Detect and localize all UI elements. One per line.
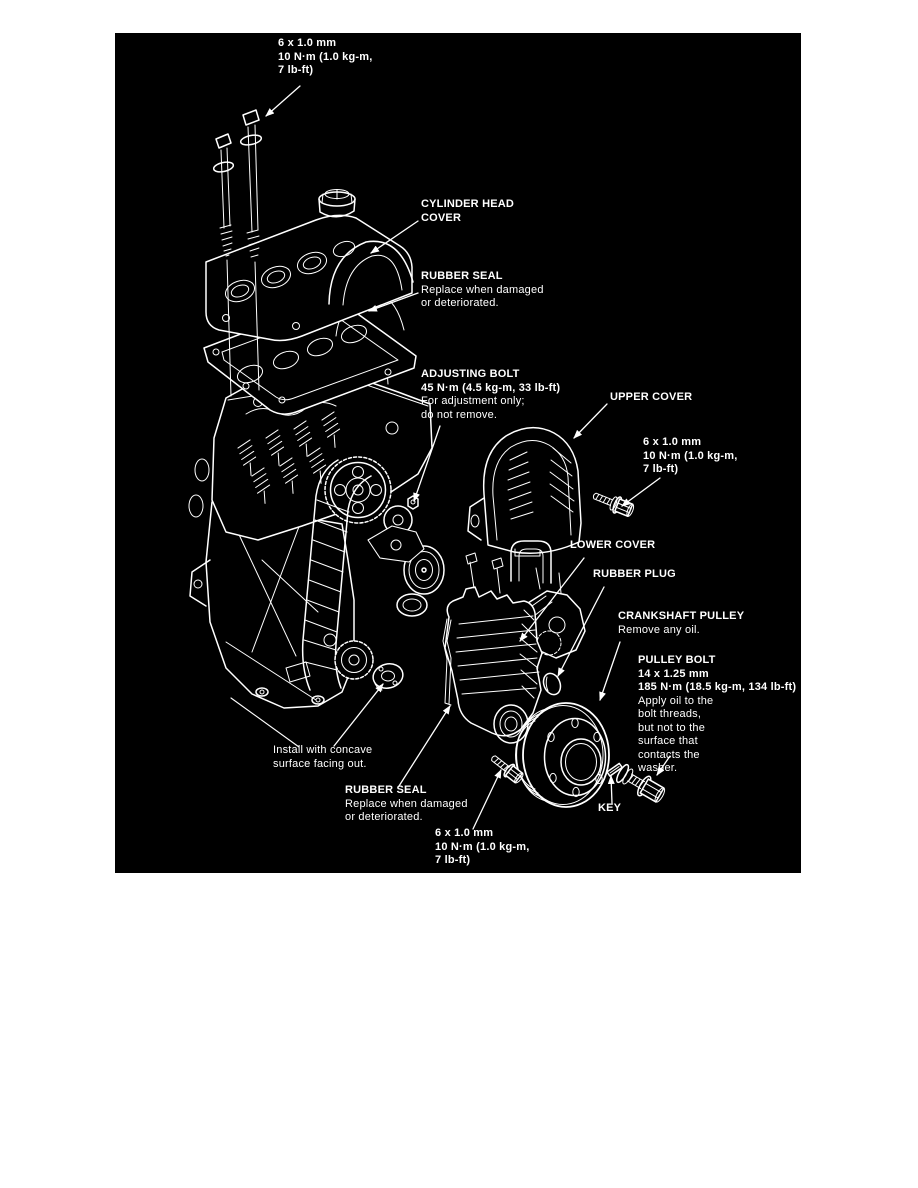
leader-lower-bolt-spec bbox=[472, 769, 502, 830]
label-title: RUBBER SEAL bbox=[421, 270, 503, 282]
label-note: For adjustment only; do not remove. bbox=[421, 395, 525, 421]
label-lower-cover: LOWER COVER bbox=[570, 539, 655, 553]
concave-washer-art bbox=[372, 663, 404, 691]
leader-rubber-seal-upper bbox=[368, 292, 419, 312]
leader-key bbox=[607, 775, 615, 804]
label-text: RUBBER PLUG bbox=[593, 568, 676, 580]
leader-upper-cover-bolt bbox=[621, 477, 661, 507]
label-cylinder-head-cover: CYLINDER HEAD COVER bbox=[421, 198, 514, 225]
label-key: KEY bbox=[598, 802, 621, 816]
label-text: 6 x 1.0 mm 10 N·m (1.0 kg-m, 7 lb-ft) bbox=[643, 436, 738, 475]
cover-bolts-art bbox=[212, 109, 263, 397]
label-title: PULLEY BOLT 14 x 1.25 mm 185 N·m (18.5 k… bbox=[638, 654, 797, 693]
leader-lines bbox=[230, 85, 671, 830]
camshaft-sprocket-art bbox=[324, 456, 392, 524]
label-text: UPPER COVER bbox=[610, 391, 693, 403]
label-title: RUBBER SEAL bbox=[345, 784, 427, 796]
label-text: CYLINDER HEAD COVER bbox=[421, 198, 515, 224]
label-text: 6 x 1.0 mm 10 N·m (1.0 kg-m, 7 lb-ft) bbox=[435, 827, 530, 866]
label-upper-cover: UPPER COVER bbox=[610, 391, 692, 405]
leader-washer-note bbox=[333, 683, 384, 747]
label-text: LOWER COVER bbox=[570, 539, 656, 551]
label-rubber-plug: RUBBER PLUG bbox=[593, 568, 676, 582]
label-note: Install with concave surface facing out. bbox=[273, 744, 373, 770]
cover-bracket-art bbox=[510, 540, 552, 584]
timing-belt-art bbox=[301, 459, 372, 691]
engine-block-art bbox=[189, 501, 355, 709]
upper-cover-art bbox=[467, 427, 582, 557]
label-title: ADJUSTING BOLT 45 N·m (4.5 kg-m, 33 lb-f… bbox=[421, 368, 561, 394]
leader-upper-cover bbox=[573, 403, 608, 439]
leader-crankshaft-pulley bbox=[599, 641, 621, 701]
label-note: Replace when damaged or deteriorated. bbox=[421, 283, 544, 310]
label-rubber-seal-upper: RUBBER SEAL Replace when damaged or dete… bbox=[421, 270, 544, 311]
label-adjusting-bolt: ADJUSTING BOLT 45 N·m (4.5 kg-m, 33 lb-f… bbox=[421, 368, 560, 422]
leader-rubber-seal-lower bbox=[398, 705, 451, 787]
leader-pulley-bolt bbox=[656, 755, 671, 776]
oil-filler-cap-art bbox=[318, 189, 356, 218]
label-title: CRANKSHAFT PULLEY bbox=[618, 610, 745, 622]
label-washer-note: Install with concave surface facing out. bbox=[273, 744, 372, 771]
label-top-bolt-spec: 6 x 1.0 mm 10 N·m (1.0 kg-m, 7 lb-ft) bbox=[278, 37, 372, 78]
water-pump-pulley-art bbox=[367, 525, 445, 617]
lower-cover-bolt-art bbox=[491, 755, 524, 784]
label-lower-bolt-spec: 6 x 1.0 mm 10 N·m (1.0 kg-m, 7 lb-ft) bbox=[435, 827, 529, 868]
label-text: 6 x 1.0 mm 10 N·m (1.0 kg-m, 7 lb-ft) bbox=[278, 37, 373, 76]
leader-top-bolt-spec bbox=[265, 85, 301, 117]
crankshaft-sprocket-art bbox=[334, 640, 374, 680]
rubber-plug-art bbox=[542, 672, 562, 696]
leader-cylinder-head-cover bbox=[370, 220, 419, 254]
label-upper-cover-bolt-spec: 6 x 1.0 mm 10 N·m (1.0 kg-m, 7 lb-ft) bbox=[643, 436, 737, 477]
label-text: KEY bbox=[598, 802, 622, 814]
label-rubber-seal-lower: RUBBER SEAL Replace when damaged or dete… bbox=[345, 784, 468, 825]
label-note: Apply oil to the bolt threads, but not t… bbox=[638, 694, 714, 775]
lower-cover-art bbox=[442, 552, 543, 744]
label-note: Replace when damaged or deteriorated. bbox=[345, 797, 468, 824]
leader-lower-cover bbox=[519, 557, 585, 642]
label-note: Remove any oil. bbox=[618, 623, 700, 636]
leader-adjusting-bolt bbox=[413, 425, 441, 502]
label-pulley-bolt: PULLEY BOLT 14 x 1.25 mm 185 N·m (18.5 k… bbox=[638, 654, 796, 776]
label-crankshaft-pulley: CRANKSHAFT PULLEY Remove any oil. bbox=[618, 610, 744, 637]
pulley-bolt-art bbox=[616, 763, 666, 803]
leader-washer-note-2 bbox=[230, 697, 300, 748]
crankshaft-pulley-art bbox=[515, 702, 610, 808]
leader-rubber-plug bbox=[557, 586, 605, 677]
